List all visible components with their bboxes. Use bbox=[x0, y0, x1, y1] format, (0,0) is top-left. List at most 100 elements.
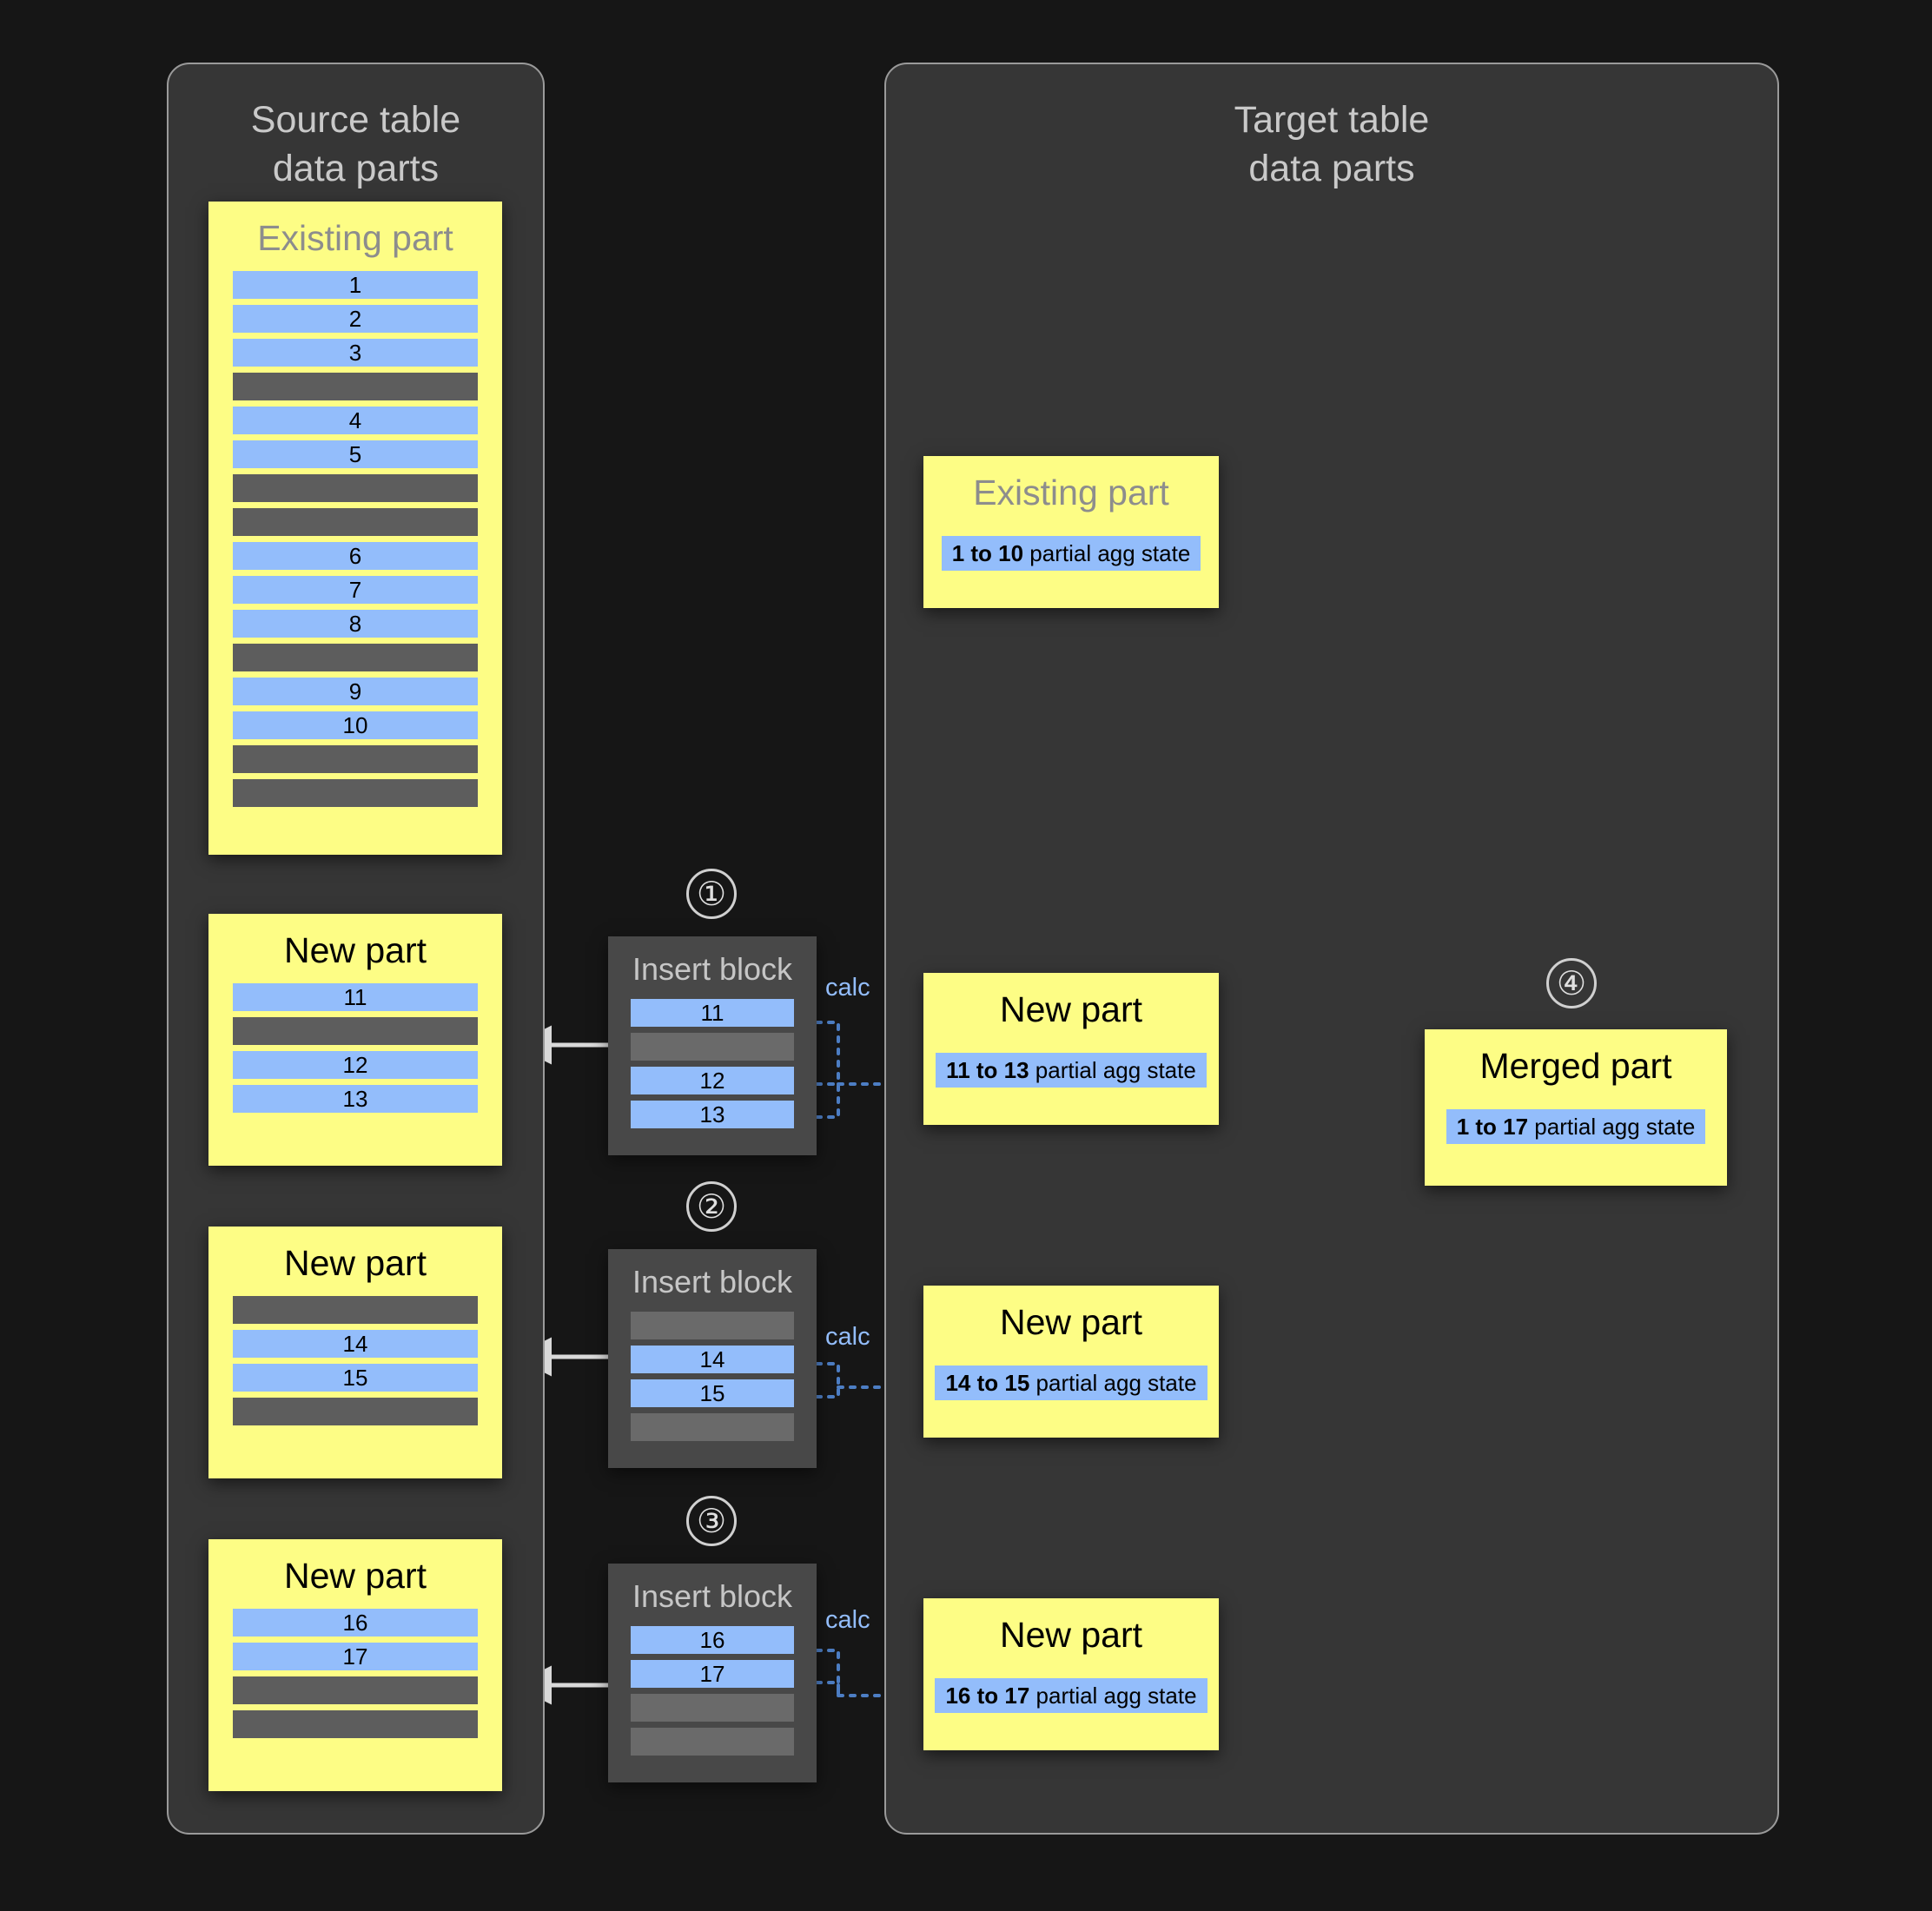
calc-label-3: calc bbox=[825, 1606, 870, 1634]
source-new-part-3-title: New part bbox=[283, 1556, 427, 1596]
target-new-part-1[interactable]: New part 11 to 13 partial agg state bbox=[923, 973, 1219, 1125]
source-existing-part-rows: 1 2 3 4 5 6 7 8 9 10 bbox=[208, 271, 502, 829]
target-existing-part-title: Existing part bbox=[973, 473, 1169, 512]
source-new-part-1-title: New part bbox=[283, 930, 427, 970]
agg-range-3: 16 to 17 bbox=[945, 1683, 1030, 1709]
source-existing-part-title: Existing part bbox=[257, 218, 453, 258]
target-new-part-1-agg-wrap: 11 to 13 partial agg state bbox=[923, 1053, 1219, 1088]
step-circle-2: ② bbox=[686, 1181, 737, 1232]
data-row bbox=[233, 1296, 478, 1324]
target-panel-title: Target table data parts bbox=[1234, 99, 1430, 189]
target-new-part-3[interactable]: New part 16 to 17 partial agg state bbox=[923, 1598, 1219, 1750]
data-row: 11 bbox=[233, 983, 478, 1011]
insert-row: 11 bbox=[631, 999, 794, 1027]
data-row bbox=[233, 1710, 478, 1738]
agg-suffix-3: partial agg state bbox=[1029, 1683, 1197, 1709]
target-existing-part-agg-chip: 1 to 10 partial agg state bbox=[941, 536, 1201, 571]
source-new-part-1-rows: 11 12 13 bbox=[208, 983, 502, 1134]
agg-suffix-merged: partial agg state bbox=[1528, 1114, 1696, 1140]
data-row: 4 bbox=[233, 407, 478, 434]
target-new-part-2-agg-chip: 14 to 15 partial agg state bbox=[935, 1365, 1208, 1400]
data-row bbox=[233, 644, 478, 671]
source-new-part-1[interactable]: New part 11 12 13 bbox=[208, 914, 502, 1166]
data-row: 9 bbox=[233, 678, 478, 705]
calc-label-2: calc bbox=[825, 1323, 870, 1351]
insert-row: 12 bbox=[631, 1067, 794, 1094]
calc-label-1: calc bbox=[825, 974, 870, 1002]
data-row: 2 bbox=[233, 305, 478, 333]
agg-range-merged: 1 to 17 bbox=[1456, 1114, 1529, 1140]
data-row bbox=[233, 1676, 478, 1704]
source-panel-title: Source table data parts bbox=[250, 99, 461, 189]
data-row: 3 bbox=[233, 339, 478, 367]
target-existing-part[interactable]: Existing part 1 to 10 partial agg state bbox=[923, 456, 1219, 608]
insert-row bbox=[631, 1312, 794, 1339]
merged-part-agg-chip: 1 to 17 partial agg state bbox=[1446, 1109, 1706, 1144]
insert-row: 13 bbox=[631, 1101, 794, 1128]
data-row: 16 bbox=[233, 1609, 478, 1637]
insert-block-1-rows: 11 12 13 bbox=[608, 999, 817, 1154]
data-row bbox=[233, 745, 478, 773]
insert-row bbox=[631, 1413, 794, 1441]
insert-row: 15 bbox=[631, 1379, 794, 1407]
insert-block-1[interactable]: Insert block 11 12 13 bbox=[608, 936, 817, 1155]
insert-block-1-title: Insert block bbox=[632, 951, 793, 987]
target-new-part-2-title: New part bbox=[999, 1302, 1143, 1342]
target-new-part-3-title: New part bbox=[999, 1615, 1143, 1655]
data-row: 12 bbox=[233, 1051, 478, 1079]
data-row: 10 bbox=[233, 711, 478, 739]
data-row bbox=[233, 508, 478, 536]
merged-part-title: Merged part bbox=[1479, 1046, 1672, 1086]
data-row bbox=[233, 1017, 478, 1045]
data-row: 14 bbox=[233, 1330, 478, 1358]
target-new-part-1-title: New part bbox=[999, 989, 1143, 1029]
target-new-part-1-agg-chip: 11 to 13 partial agg state bbox=[936, 1053, 1207, 1088]
insert-row bbox=[631, 1728, 794, 1756]
target-new-part-3-agg-chip: 16 to 17 partial agg state bbox=[935, 1678, 1208, 1713]
target-new-part-2[interactable]: New part 14 to 15 partial agg state bbox=[923, 1286, 1219, 1438]
data-row: 5 bbox=[233, 440, 478, 468]
data-row bbox=[233, 474, 478, 502]
agg-range-2: 14 to 15 bbox=[945, 1370, 1030, 1396]
data-row: 13 bbox=[233, 1085, 478, 1113]
step-circle-3: ③ bbox=[686, 1496, 737, 1546]
data-row: 8 bbox=[233, 610, 478, 638]
data-row: 6 bbox=[233, 542, 478, 570]
insert-block-3-title: Insert block bbox=[632, 1578, 793, 1614]
step-circle-4: ④ bbox=[1546, 958, 1597, 1008]
target-table-panel: Target table data parts bbox=[884, 63, 1779, 1835]
agg-suffix-1: partial agg state bbox=[1029, 1057, 1196, 1083]
insert-row bbox=[631, 1694, 794, 1722]
step-circle-1: ① bbox=[686, 869, 737, 919]
target-existing-part-agg-wrap: 1 to 10 partial agg state bbox=[923, 536, 1219, 571]
insert-row: 14 bbox=[631, 1346, 794, 1373]
insert-row bbox=[631, 1033, 794, 1061]
insert-row: 17 bbox=[631, 1660, 794, 1688]
source-existing-part[interactable]: Existing part 1 2 3 4 5 6 7 8 9 10 bbox=[208, 202, 502, 855]
data-row bbox=[233, 373, 478, 400]
data-row bbox=[233, 1398, 478, 1425]
data-row: 1 bbox=[233, 271, 478, 299]
agg-suffix-2: partial agg state bbox=[1029, 1370, 1197, 1396]
data-row bbox=[233, 779, 478, 807]
target-new-part-3-agg-wrap: 16 to 17 partial agg state bbox=[923, 1678, 1219, 1713]
target-new-part-2-agg-wrap: 14 to 15 partial agg state bbox=[923, 1365, 1219, 1400]
agg-suffix-0: partial agg state bbox=[1023, 540, 1191, 566]
merged-part[interactable]: Merged part 1 to 17 partial agg state bbox=[1425, 1029, 1727, 1186]
source-new-part-2-title: New part bbox=[283, 1243, 427, 1283]
agg-range-1: 11 to 13 bbox=[946, 1057, 1029, 1083]
insert-row: 16 bbox=[631, 1626, 794, 1654]
data-row: 7 bbox=[233, 576, 478, 604]
merged-part-agg-wrap: 1 to 17 partial agg state bbox=[1425, 1109, 1727, 1144]
agg-range-0: 1 to 10 bbox=[951, 540, 1024, 566]
data-row: 17 bbox=[233, 1643, 478, 1670]
data-row: 15 bbox=[233, 1364, 478, 1392]
